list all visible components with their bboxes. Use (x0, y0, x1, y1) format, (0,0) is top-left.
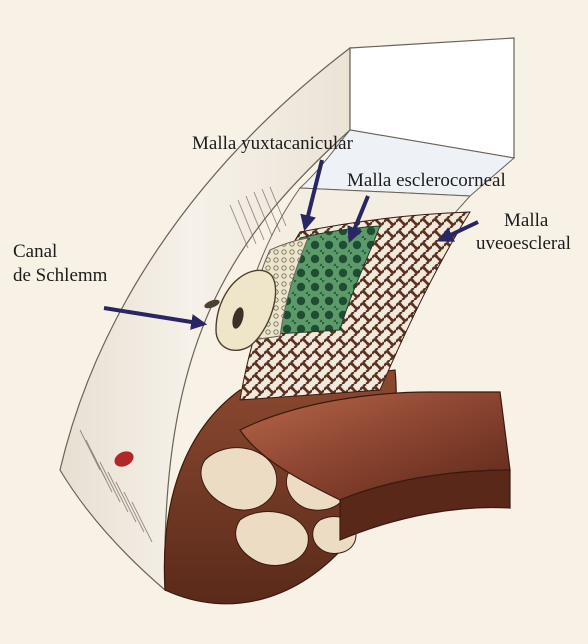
label-malla-yuxtacanicular: Malla yuxtacanicular (192, 132, 353, 156)
label-malla-esclerocorneal: Malla esclerocorneal (347, 169, 506, 193)
label-malla-uveoescleral-line2: uveoescleral (476, 232, 571, 256)
label-malla-uveoescleral-line1: Malla (504, 209, 548, 233)
label-canal-line2: de Schlemm (13, 264, 107, 288)
label-canal-line1: Canal (13, 240, 57, 264)
